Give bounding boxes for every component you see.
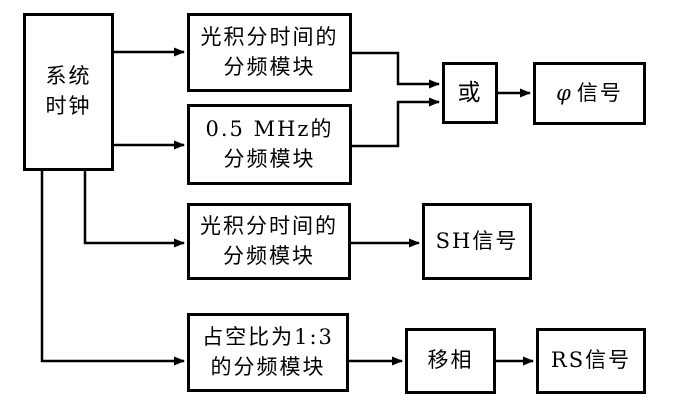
connector-clock-to-optical-divider-mid <box>83 171 185 248</box>
connector-clock-to-duty-divider <box>40 171 185 366</box>
node-sh-signal: SH信号 <box>422 203 532 280</box>
connector-optical-divider-top-to-or <box>352 51 440 89</box>
node-rs-signal: RS信号 <box>536 328 646 394</box>
node-duty-divider-label: 占空比为1:3 的分频模块 <box>202 324 334 379</box>
node-phase-shift: 移相 <box>405 328 496 394</box>
node-mhz-divider: 0.5 MHz的 分频模块 <box>187 104 352 185</box>
node-optical-divider-mid-label: 光积分时间的 分频模块 <box>200 213 338 268</box>
node-optical-divider-top: 光积分时间的 分频模块 <box>187 13 352 92</box>
node-duty-divider: 占空比为1:3 的分频模块 <box>187 313 349 392</box>
connector-mhz-divider-to-or <box>352 97 440 148</box>
node-phase-shift-label: 移相 <box>427 348 474 373</box>
node-sh-signal-label: SH信号 <box>435 228 519 253</box>
node-mhz-divider-label: 0.5 MHz的 分频模块 <box>205 116 334 171</box>
node-rs-signal-label: RS信号 <box>550 348 632 373</box>
node-or-gate-label: 或 <box>457 79 483 106</box>
node-system-clock: 系统 时钟 <box>23 13 114 171</box>
node-optical-divider-top-label: 光积分时间的 分频模块 <box>200 24 339 79</box>
node-system-clock-label: 系统 时钟 <box>45 64 92 118</box>
phi-text: 信号 <box>576 80 623 105</box>
phi-symbol: φ <box>556 80 571 105</box>
node-or-gate: 或 <box>442 62 498 124</box>
node-optical-divider-mid: 光积分时间的 分频模块 <box>187 203 351 280</box>
